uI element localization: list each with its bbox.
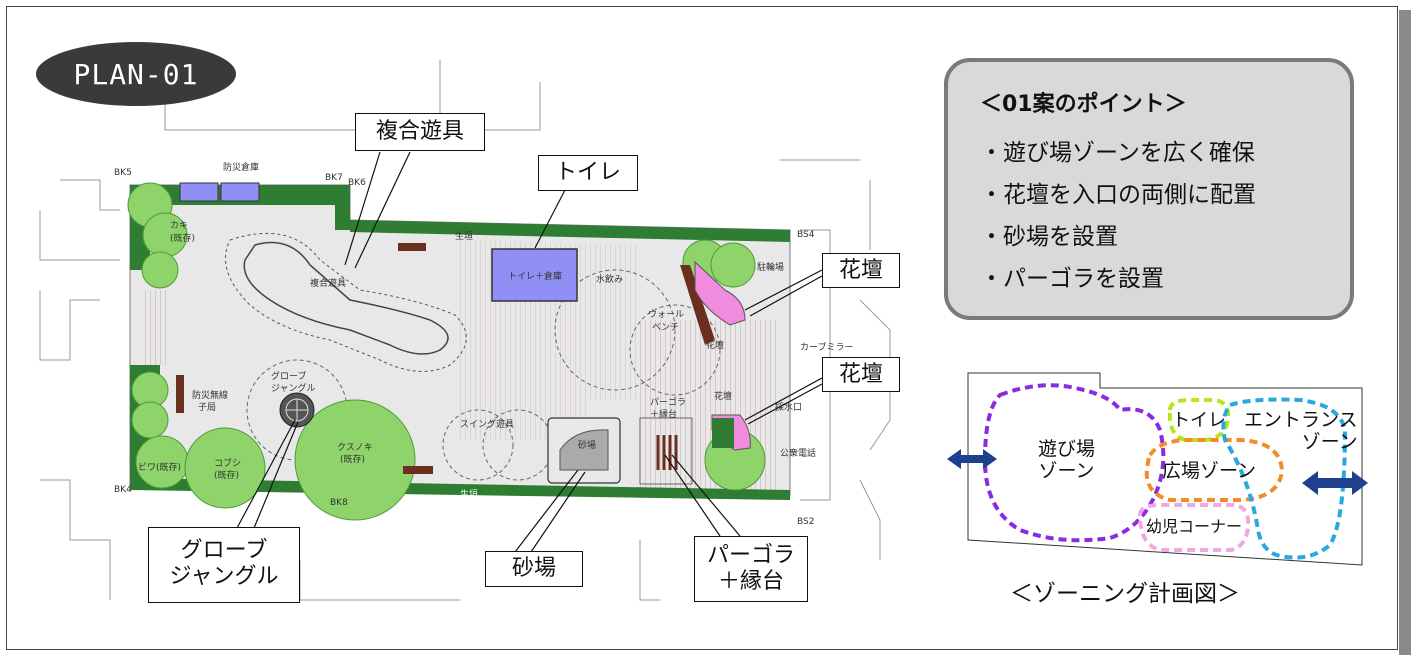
- play-safety-zone: [225, 232, 467, 372]
- paving-west: [145, 290, 170, 365]
- callout-leaders: [236, 151, 823, 553]
- map-label-disaster-storage: 防災倉庫: [223, 161, 259, 173]
- benches: [176, 243, 715, 474]
- zone-label-play: 遊び場 ゾーン: [1038, 438, 1095, 482]
- map-label-flowerbed-a: 花壇: [706, 339, 724, 351]
- key-point-item: ・砂場を設置: [980, 224, 1118, 250]
- toilet-storage-building: [491, 248, 578, 302]
- zone-label-entrance-line2: ゾーン: [1301, 431, 1358, 453]
- map-label-globe-2: ジャングル: [271, 382, 316, 394]
- flowerbed-north: [694, 260, 746, 326]
- disaster-storage-1: [179, 182, 219, 202]
- map-label-sandbox: 砂場: [578, 439, 596, 451]
- globe-jungle-symbol: [279, 392, 315, 428]
- map-label-flowerbed-b: 花壇: [714, 390, 732, 402]
- map-label-curve-mirror: カーブミラー: [800, 341, 853, 353]
- key-points-box: ＜01案のポイント＞ ・遊び場ゾーンを広く確保 ・花壇を入口の両側に配置 ・砂場…: [944, 58, 1354, 320]
- zone-label-toddler: 幼児コーナー: [1146, 517, 1243, 536]
- entrance-arrow-east: [1302, 471, 1368, 495]
- zone-label-toilet: トイレ: [1172, 410, 1226, 431]
- map-label-swing: スイング遊具: [460, 418, 514, 430]
- pergola-frame: [639, 417, 693, 485]
- map-label-bs4: BS4: [797, 230, 815, 240]
- zone-label-entrance: エントランス ゾーン: [1244, 409, 1358, 453]
- zone-label-play-line1: 遊び場: [1038, 438, 1096, 460]
- callout-pergola-line2: ＋縁台: [717, 569, 784, 594]
- pergola-slats: [656, 435, 678, 470]
- zone-entrance: [1221, 397, 1348, 560]
- flowerbed-south-planting: [712, 418, 734, 448]
- callout-globe-line1: グローブ: [180, 538, 268, 563]
- callout-play-equipment: 複合遊具: [355, 113, 485, 151]
- zone-toddler: [1137, 503, 1251, 552]
- map-label-bk6: BK6: [348, 178, 366, 188]
- zone-plaza: [1144, 438, 1285, 502]
- map-label-wall-bench-2: ベンチ: [652, 322, 679, 333]
- callout-pergola-line1: パーゴラ: [706, 543, 795, 568]
- map-label-bike: 駐輪場: [757, 261, 784, 273]
- map-label-bs2: BS2: [797, 517, 814, 527]
- callout-flowerbed-2: 花壇: [822, 357, 900, 392]
- map-label-biwa: ビワ(既存): [138, 461, 181, 473]
- map-label-phone: 公衆電話: [780, 447, 816, 459]
- map-label-kobushi: コブシ: [214, 457, 241, 469]
- map-label-bk4: BK4: [114, 485, 132, 495]
- entrance-arrow-west: [947, 449, 997, 469]
- frame-shadow: [1399, 10, 1411, 655]
- map-label-kaki-exist: (既存): [170, 232, 195, 244]
- zoning-site-outline: [967, 372, 1363, 566]
- callout-toilet: トイレ: [538, 155, 638, 191]
- callout-sandbox: 砂場: [485, 551, 583, 587]
- zone-toilet: [1167, 398, 1231, 442]
- zone-play: [982, 383, 1166, 543]
- map-label-fountain: 水飲み: [596, 273, 623, 285]
- map-label-kusunoki: クスノキ: [337, 442, 373, 453]
- map-label-bk8: BK8: [330, 498, 348, 508]
- disaster-storage-2: [220, 182, 260, 202]
- map-label-radio-1: 防災無線: [192, 389, 228, 401]
- map-label-hedge-bottom: 生垣: [460, 488, 478, 500]
- trees: [127, 182, 766, 521]
- callout-globe-jungle: グローブ ジャングル: [148, 527, 300, 603]
- zone-label-plaza: 広場ゾーン: [1162, 460, 1257, 482]
- zone-label-entrance-line1: エントランス: [1244, 409, 1358, 431]
- callout-globe-line2: ジャングル: [169, 564, 279, 589]
- map-label-pergola-2: ＋縁台: [650, 408, 677, 420]
- map-label-pergola-1: パーゴラ: [650, 396, 686, 408]
- map-label-water-intake: 採水口: [775, 401, 802, 413]
- zone-label-play-line2: ゾーン: [1038, 460, 1095, 482]
- map-label-kobushi-exist: (既存): [214, 469, 239, 481]
- map-label-kaki: カキ: [170, 220, 188, 231]
- callout-flowerbed-1: 花壇: [822, 253, 900, 288]
- callout-pergola: パーゴラ ＋縁台: [694, 536, 808, 602]
- key-point-item: ・花壇を入口の両側に配置: [980, 182, 1256, 208]
- play-equipment-track: [243, 241, 449, 355]
- map-label-radio-2: 子局: [198, 402, 216, 413]
- plan-badge: PLAN-01: [36, 42, 236, 106]
- key-points-title: ＜01案のポイント＞: [980, 92, 1187, 117]
- map-label-toilet-storage: トイレ＋倉庫: [508, 270, 562, 282]
- map-label-play-equip: 複合遊具: [310, 277, 346, 289]
- key-point-item: ・パーゴラを設置: [980, 266, 1164, 292]
- map-label-bk5: BK5: [114, 168, 132, 178]
- map-label-wall-bench-1: ウォール: [648, 309, 684, 320]
- map-label-kusunoki-exist: (既存): [340, 453, 365, 465]
- map-labels: 防災倉庫 カキ (既存) 複合遊具 トイレ＋倉庫 水飲み ウォール ベンチ 生垣…: [114, 161, 853, 527]
- map-label-hedge-top: 生垣: [455, 230, 473, 242]
- map-label-globe-1: グローブ: [271, 370, 306, 382]
- zoning-caption: ＜ゾーニング計画図＞: [1010, 581, 1240, 607]
- map-label-bk7: BK7: [325, 173, 343, 183]
- zoning-plan: [947, 372, 1368, 566]
- sandbox-sand: [559, 429, 609, 471]
- key-point-item: ・遊び場ゾーンを広く確保: [980, 140, 1255, 166]
